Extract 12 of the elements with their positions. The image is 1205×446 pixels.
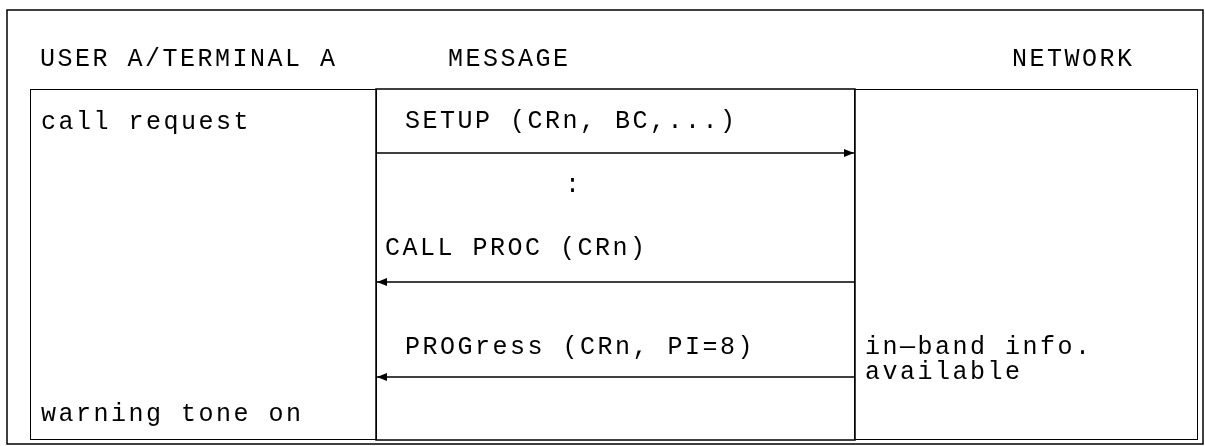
message-arrow — [376, 278, 855, 286]
table-cell — [854, 89, 1198, 440]
message-arrow — [376, 373, 855, 381]
column-header: USER A/TERMINAL A — [40, 46, 338, 74]
column-header: NETWORK — [1012, 46, 1135, 74]
table-cell — [30, 89, 377, 440]
cell-text: warning tone on — [41, 402, 305, 427]
cell-text: call request — [41, 110, 253, 135]
column-header: MESSAGE — [448, 46, 571, 74]
message-arrow — [376, 149, 855, 157]
cell-text: in—band info. available — [865, 335, 1094, 385]
continuation-mark: : — [565, 172, 583, 200]
